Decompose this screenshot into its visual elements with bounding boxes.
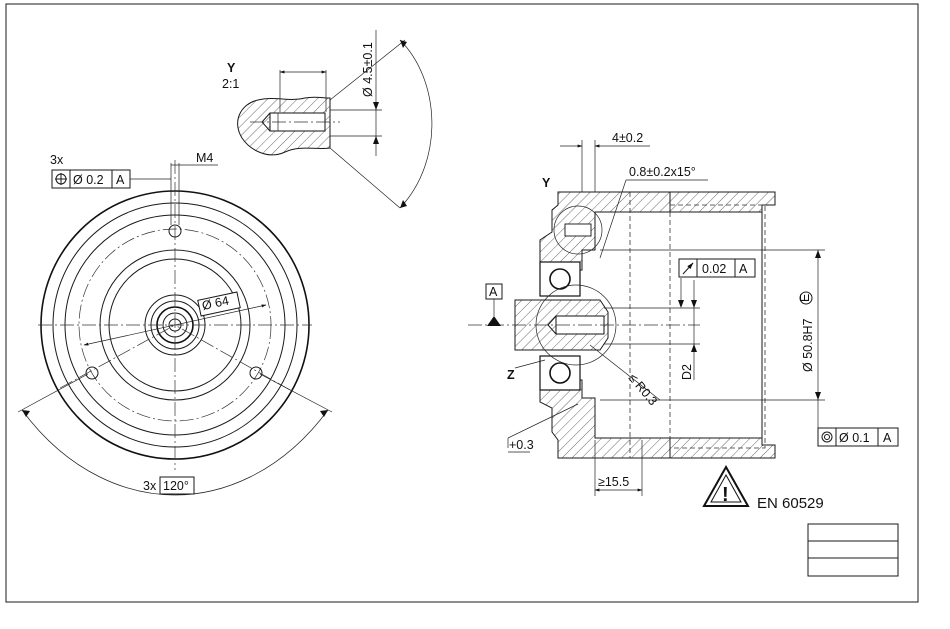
bearing-bottom xyxy=(540,356,580,390)
section-y-marker: Y xyxy=(542,176,551,190)
chamfer-label: 0.8±0.2x15° xyxy=(629,165,696,179)
detail-y-title: Y xyxy=(227,61,236,75)
detail-y-view xyxy=(238,30,432,208)
warning-exclamation: ! xyxy=(722,484,729,506)
tolerance-plus-0-3: +0.3 xyxy=(509,438,534,452)
warning-standard: EN 60529 xyxy=(757,495,824,512)
position-tolerance-frame xyxy=(52,170,171,188)
dim-dia-4-5: Ø 4.5±0.1 xyxy=(361,42,375,97)
housing-section-top xyxy=(540,192,670,270)
concentricity-datum: A xyxy=(883,431,892,445)
thread-label: M4 xyxy=(196,151,213,165)
runout-tolerance: 0.02 xyxy=(702,262,726,276)
count-3x-top: 3x xyxy=(50,153,64,167)
section-z-marker: Z xyxy=(507,368,515,382)
count-3x-bottom: 3x xyxy=(143,479,157,493)
dim-4-0-2: 4±0.2 xyxy=(612,131,643,145)
dim-d2: D2 xyxy=(680,364,694,380)
bearing-top xyxy=(540,262,580,296)
radius-label: ≤ R0.3 xyxy=(626,371,660,408)
envelope-letter: E xyxy=(798,294,812,302)
datum-a-label: A xyxy=(489,285,498,299)
position-tolerance-datum: A xyxy=(116,173,125,187)
datum-triangle xyxy=(487,316,501,326)
concentricity-tolerance: Ø 0.1 xyxy=(839,431,870,445)
dim-15-5: ≥15.5 xyxy=(598,475,629,489)
dim-dia-50-8: Ø 50.8H7 xyxy=(801,318,815,372)
drawing-frame xyxy=(6,4,918,602)
title-block xyxy=(808,524,898,576)
position-tolerance-value: Ø 0.2 xyxy=(73,173,104,187)
runout-datum: A xyxy=(739,262,748,276)
detail-y-scale: 2:1 xyxy=(222,77,239,91)
dim-angle-120: 120° xyxy=(163,479,189,493)
front-view xyxy=(18,160,332,495)
